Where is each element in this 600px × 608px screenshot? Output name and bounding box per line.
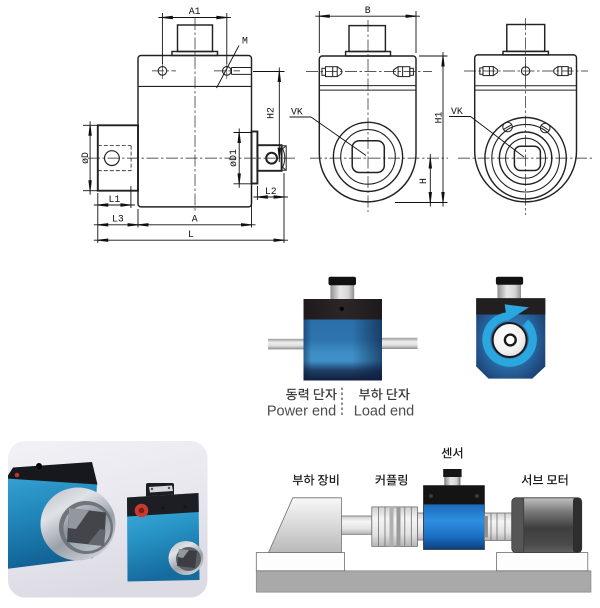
svg-text:Load end: Load end	[354, 404, 414, 420]
svg-text:L2: L2	[265, 186, 277, 197]
svg-text:M: M	[242, 36, 248, 47]
svg-text:H1: H1	[433, 112, 444, 124]
svg-text:L: L	[188, 229, 194, 240]
svg-text:øD: øD	[80, 152, 91, 164]
svg-text:L1: L1	[108, 194, 120, 205]
svg-text:H: H	[418, 178, 429, 184]
svg-text:A1: A1	[189, 6, 201, 17]
svg-text:Power end: Power end	[267, 404, 336, 420]
svg-text:VK: VK	[291, 107, 303, 118]
svg-text:L3: L3	[112, 214, 124, 225]
svg-text:H2: H2	[266, 107, 277, 119]
svg-text:VK: VK	[451, 106, 463, 117]
svg-text:B: B	[365, 5, 371, 16]
svg-text:øD1: øD1	[228, 149, 239, 167]
svg-text:A: A	[192, 214, 198, 225]
